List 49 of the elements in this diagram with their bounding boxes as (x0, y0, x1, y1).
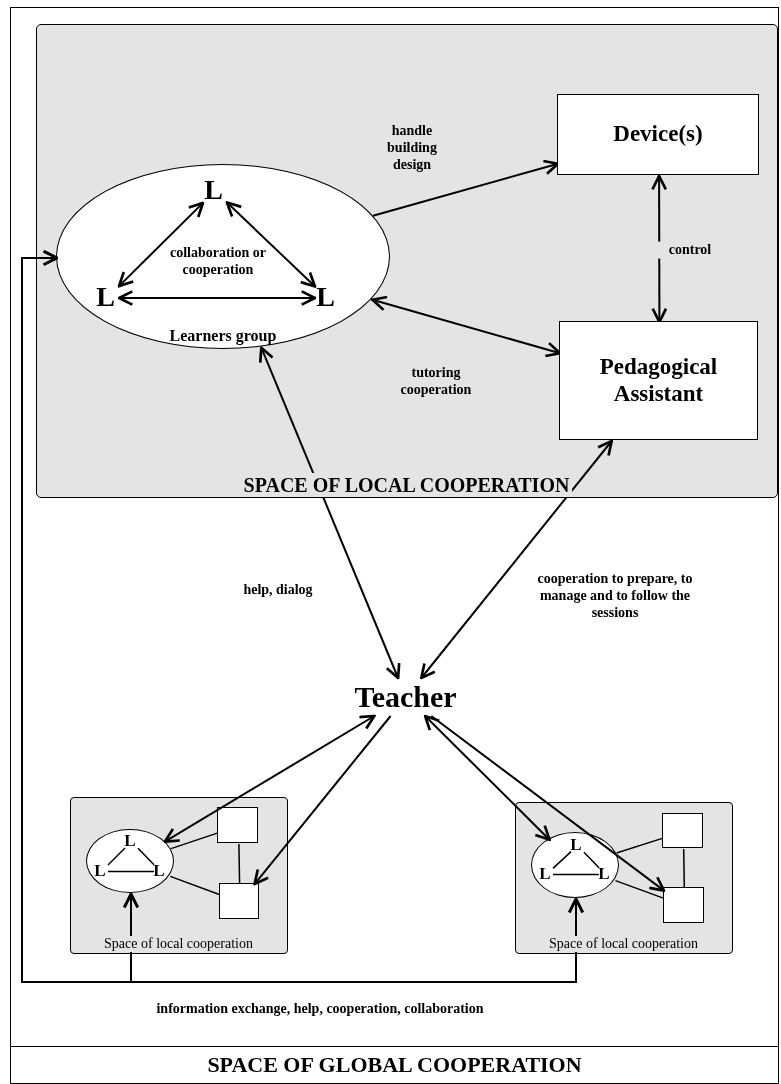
process-box: Pedagogical Assistant (559, 321, 758, 440)
learner-label: L (313, 280, 338, 313)
square-box (662, 813, 703, 848)
arrow (371, 295, 562, 358)
learner-label: L (201, 173, 226, 206)
teacher-label: Teacher (347, 677, 464, 716)
connector-line (552, 850, 572, 870)
arrow (430, 715, 666, 892)
global-space-frame (10, 7, 779, 1084)
process-box: Device(s) (557, 94, 759, 175)
panel-caption: Space of local cooperation (547, 935, 700, 952)
arrow (258, 346, 401, 680)
connector-line (169, 875, 221, 896)
learner-label: L (597, 863, 611, 883)
connector-line (583, 851, 600, 869)
connector-line (170, 832, 219, 850)
learner-label: L (569, 834, 583, 854)
local-space-panel (514, 801, 733, 954)
arrow (117, 201, 205, 288)
connector-line (238, 843, 241, 885)
arrow (163, 714, 376, 843)
learner-label: L (152, 860, 166, 880)
arrow (419, 439, 614, 680)
group-label: Learners group (169, 327, 277, 345)
learner-label: L (93, 860, 107, 880)
note-text: collaboration or cooperation (168, 245, 267, 279)
arrow (423, 714, 551, 842)
learner-label: L (538, 863, 552, 883)
arrow (253, 715, 392, 886)
connector-line (615, 837, 664, 854)
connector-line (682, 848, 686, 889)
square-box (219, 883, 259, 919)
local-space-panel (69, 796, 288, 954)
connector-line (107, 847, 126, 866)
section-title: SPACE OF GLOBAL COOPERATION (11, 1046, 778, 1083)
arrow (372, 159, 560, 217)
arrow (651, 174, 668, 324)
arrow (225, 201, 317, 288)
connector-line (552, 873, 600, 876)
connector-line (614, 879, 665, 900)
square-box (663, 887, 704, 923)
local-space-panel (35, 23, 778, 498)
connector-line (137, 847, 155, 866)
learner-label: L (93, 280, 118, 313)
arrow (117, 290, 317, 306)
square-box (217, 807, 258, 843)
connector-line (107, 870, 155, 873)
panel-caption: Space of local cooperation (102, 935, 255, 952)
learner-label: L (123, 830, 137, 850)
